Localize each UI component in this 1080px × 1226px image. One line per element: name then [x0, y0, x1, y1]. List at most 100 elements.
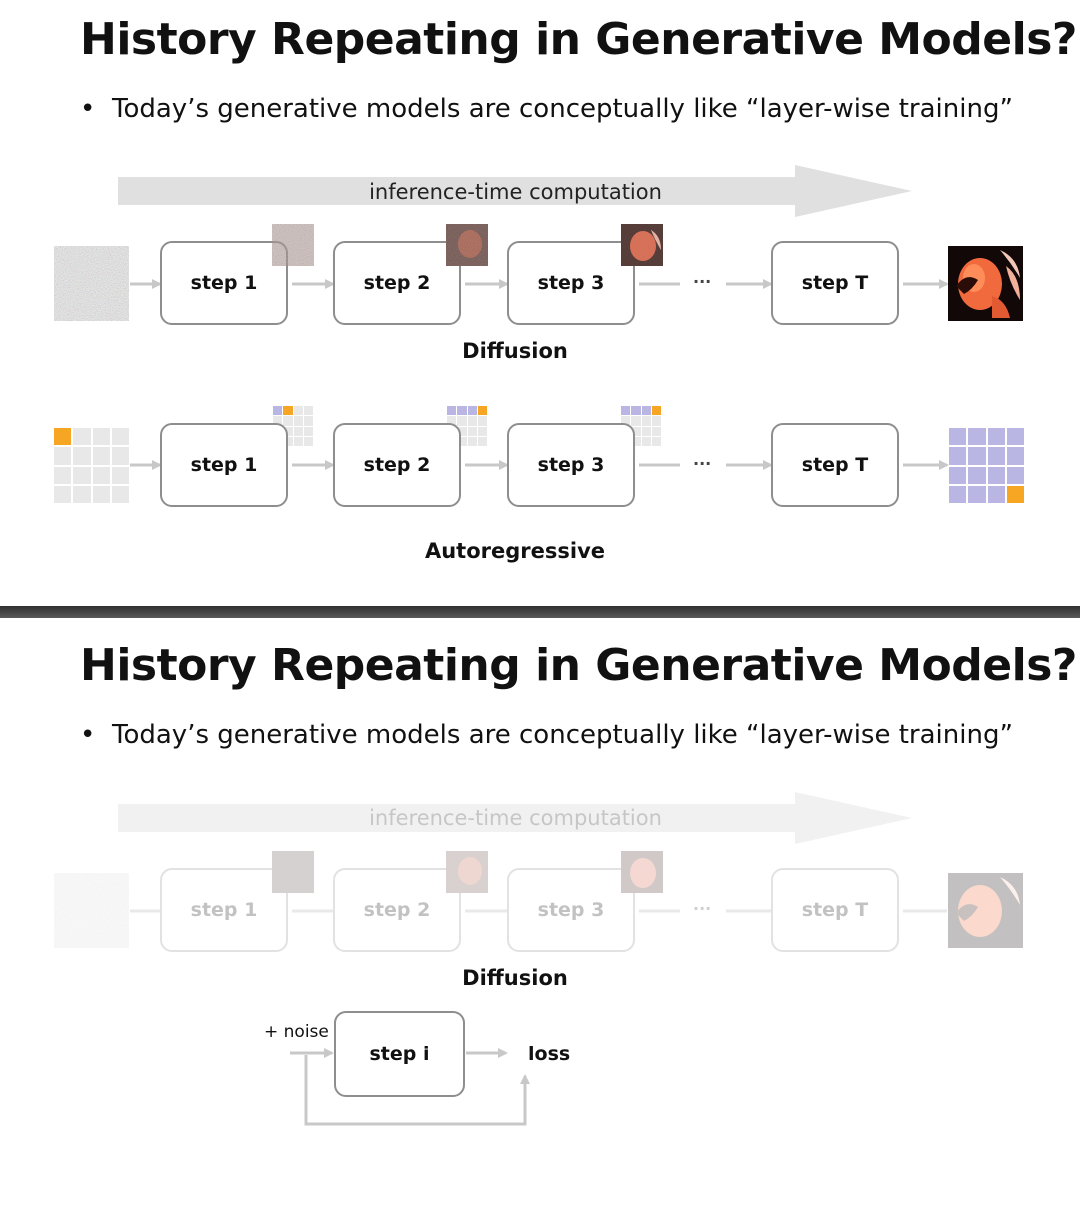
diffusion-ellipsis: ··· — [693, 899, 712, 918]
token-cell — [303, 416, 313, 426]
noise-image — [54, 873, 129, 948]
training-step-i: step i — [334, 1011, 465, 1097]
noisy-thumbnail-step-1 — [272, 851, 314, 893]
token-cell — [293, 436, 303, 446]
inference-time-arrow — [118, 165, 912, 217]
bullet-text: Today’s generative models are conceptual… — [112, 720, 1013, 750]
token-cell — [987, 447, 1005, 465]
token-cell — [73, 447, 91, 465]
token-cell — [111, 447, 129, 465]
autoregressive-label: Autoregressive — [424, 539, 606, 563]
diffusion-step-t: step T — [771, 241, 899, 325]
diffusion-step-2: step 2 — [333, 868, 461, 952]
slide-title: History Repeating in Generative Models? — [80, 640, 1077, 691]
slide-title: History Repeating in Generative Models? — [80, 14, 1077, 65]
token-cell — [631, 406, 641, 416]
noisy-thumbnail-step-2 — [446, 851, 488, 893]
token-cell — [1006, 485, 1024, 503]
training-loop-connectors — [290, 1048, 530, 1126]
token-cell — [621, 416, 631, 426]
token-cell — [283, 416, 293, 426]
token-cell — [92, 466, 110, 484]
slide-separator — [0, 606, 1080, 618]
slide-2: History Repeating in Generative Models? … — [0, 618, 1080, 1226]
token-cell — [1006, 428, 1024, 446]
token-cell — [457, 426, 467, 436]
token-cell — [54, 428, 72, 446]
diffusion-label: Diffusion — [462, 966, 568, 990]
feedback-loop-arrow — [304, 1055, 530, 1126]
token-cell — [447, 406, 457, 416]
token-cell — [641, 426, 651, 436]
ar-step-2: step 2 — [333, 423, 461, 507]
token-cell — [949, 466, 967, 484]
token-cell — [651, 436, 661, 446]
token-cell — [111, 428, 129, 446]
token-cell — [651, 416, 661, 426]
token-cell — [641, 406, 651, 416]
token-cell — [54, 466, 72, 484]
token-cell — [641, 436, 651, 446]
token-cell — [54, 447, 72, 465]
token-cell — [293, 406, 303, 416]
token-cell — [968, 485, 986, 503]
ar-step-3: step 3 — [507, 423, 635, 507]
token-cell — [457, 416, 467, 426]
token-cell — [447, 416, 457, 426]
token-cell — [467, 426, 477, 436]
inference-time-label: inference-time computation — [369, 806, 662, 830]
token-cell — [968, 447, 986, 465]
token-cell — [273, 416, 283, 426]
token-cell — [273, 406, 283, 416]
diffusion-step-t: step T — [771, 868, 899, 952]
token-cell — [631, 426, 641, 436]
noise-image — [54, 246, 129, 321]
ar-step-1: step 1 — [160, 423, 288, 507]
token-cell — [949, 485, 967, 503]
diffusion-label: Diffusion — [462, 339, 568, 363]
ar-ellipsis: ··· — [693, 454, 712, 473]
inference-time-label: inference-time computation — [369, 180, 662, 204]
noise-label: + noise — [264, 1022, 329, 1042]
flamingo-image — [948, 873, 1023, 948]
token-cell — [651, 406, 661, 416]
token-cell — [303, 426, 313, 436]
token-cell — [477, 406, 487, 416]
token-cell — [293, 426, 303, 436]
token-cell — [283, 406, 293, 416]
diffusion-step-1: step 1 — [160, 868, 288, 952]
token-cell — [631, 416, 641, 426]
bullet-point: • Today’s generative models are conceptua… — [80, 720, 1013, 750]
slide-1: History Repeating in Generative Models? … — [0, 0, 1080, 606]
token-grid-start — [54, 428, 129, 503]
slide2-faded-connectors — [118, 792, 947, 913]
bullet-point: •Today’s generative models are conceptua… — [80, 94, 1013, 124]
ar-step-t: step T — [771, 423, 899, 507]
token-cell — [73, 428, 91, 446]
token-cell — [987, 466, 1005, 484]
diffusion-step-3: step 3 — [507, 241, 635, 325]
token-cell — [467, 436, 477, 446]
token-cell — [467, 416, 477, 426]
token-cell — [457, 436, 467, 446]
token-cell — [968, 466, 986, 484]
token-cell — [987, 428, 1005, 446]
token-cell — [1006, 447, 1024, 465]
inference-time-arrow — [118, 792, 912, 844]
token-cell — [949, 447, 967, 465]
token-cell — [457, 406, 467, 416]
token-cell — [111, 485, 129, 503]
token-grid-end — [949, 428, 1024, 503]
token-cell — [303, 436, 313, 446]
bullet-marker: • — [80, 720, 96, 750]
token-cell — [467, 406, 477, 416]
noisy-thumbnail-step-3 — [621, 851, 663, 893]
diffusion-step-3: step 3 — [507, 868, 635, 952]
flamingo-image — [948, 246, 1023, 321]
token-cell — [641, 416, 651, 426]
token-cell — [303, 406, 313, 416]
token-cell — [54, 485, 72, 503]
token-cell — [111, 466, 129, 484]
token-cell — [92, 428, 110, 446]
token-cell — [477, 436, 487, 446]
